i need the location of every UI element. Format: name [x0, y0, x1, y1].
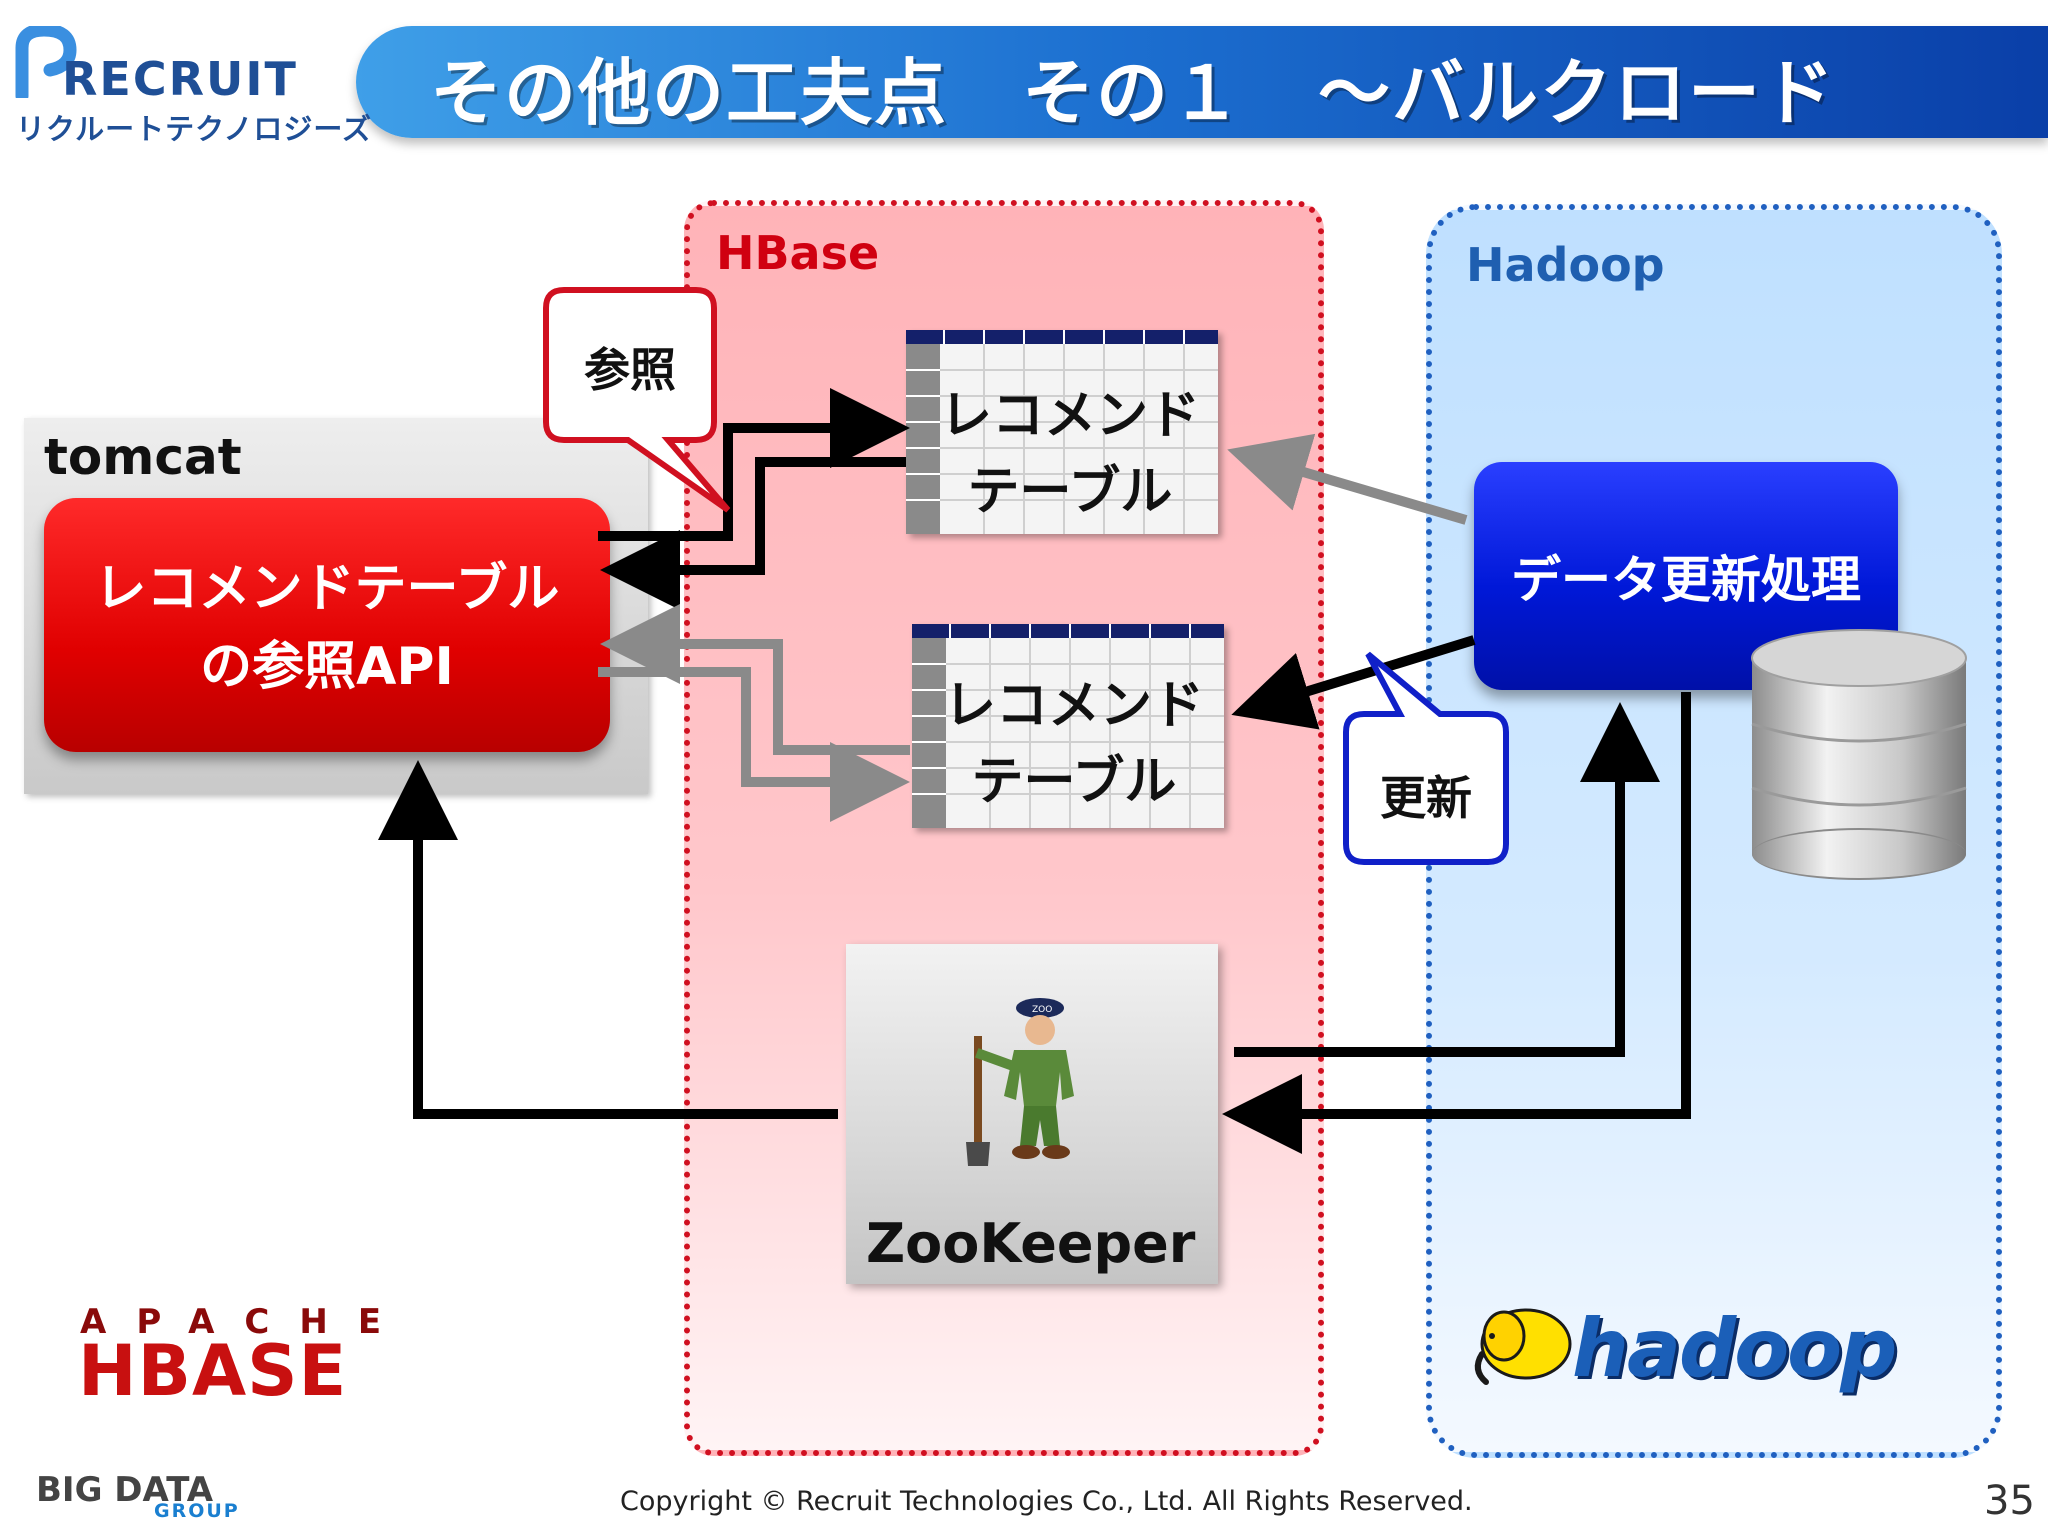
- apache-logo-small-text: APACHE: [80, 1302, 412, 1342]
- bigdata-group-text: GROUP: [154, 1500, 240, 1522]
- arrow-zookeeper-to-api: [378, 760, 838, 1119]
- arrow-api-to-table2: [598, 667, 910, 822]
- arrow-process-to-zookeeper: [1222, 692, 1691, 1154]
- table-2-line2: テーブル: [971, 752, 1177, 812]
- table-1-line1: レコメンド: [940, 386, 1201, 446]
- zookeeper-figure-icon: ZOO: [966, 998, 1074, 1166]
- reference-callout-label: 参照: [584, 343, 676, 397]
- arrow-process-to-table2: [1231, 635, 1476, 730]
- table-2-line1: レコメンド: [944, 676, 1205, 736]
- page-number: 35: [1984, 1478, 2035, 1524]
- hbase-region-label: HBase: [716, 226, 880, 280]
- recommend-table-2-label: レコメンド テーブル: [944, 668, 1204, 820]
- arrow-process-to-table1: [1227, 433, 1468, 525]
- recommend-api-box: [44, 498, 610, 752]
- arrow-table1-to-api: [600, 457, 906, 610]
- slide-title: その他の工夫点 その１ ～バルクロード: [430, 51, 1837, 135]
- hadoop-region-label: Hadoop: [1466, 238, 1665, 292]
- data-update-process-label: データ更新処理: [1511, 551, 1861, 609]
- copyright-footer: Copyright © Recruit Technologies Co., Lt…: [620, 1486, 1473, 1517]
- hadoop-logo-text: hadoop: [1572, 1302, 1897, 1395]
- table-1-line2: テーブル: [967, 462, 1173, 522]
- zookeeper-cap-text: ZOO: [1032, 1005, 1052, 1015]
- hadoop-elephant-icon: [1474, 1308, 1572, 1385]
- zookeeper-label: ZooKeeper: [866, 1212, 1196, 1275]
- update-callout: [1343, 651, 1509, 865]
- arrow-table2-to-api: [600, 604, 910, 755]
- recruit-logo-mark: [15, 26, 77, 98]
- update-callout-label: 更新: [1380, 771, 1472, 825]
- recommend-api-label: レコメンドテーブル の参照API: [44, 550, 610, 706]
- reference-callout: [543, 287, 731, 513]
- table-grid-icon: [906, 330, 1218, 534]
- recruit-logo-subtitle: リクルートテクノロジーズ: [16, 112, 372, 146]
- recommend-table-1: [906, 330, 1218, 534]
- apache-hbase-logo: HBASE: [78, 1330, 348, 1412]
- api-label-line2: の参照API: [200, 637, 454, 697]
- table-grid-icon: [912, 624, 1224, 828]
- api-label-line1: レコメンドテーブル: [94, 559, 560, 619]
- recommend-table-2: [912, 624, 1224, 828]
- recruit-logo-text: RECRUIT: [62, 52, 298, 106]
- arrow-zookeeper-to-process: [1234, 702, 1660, 1057]
- recommend-table-1-label: レコメンド テーブル: [940, 378, 1200, 530]
- tomcat-label: tomcat: [44, 428, 242, 486]
- bigdata-logo-text: BIG DATA: [36, 1470, 214, 1510]
- database-icon: [1751, 629, 1967, 880]
- title-bar: [356, 26, 2048, 138]
